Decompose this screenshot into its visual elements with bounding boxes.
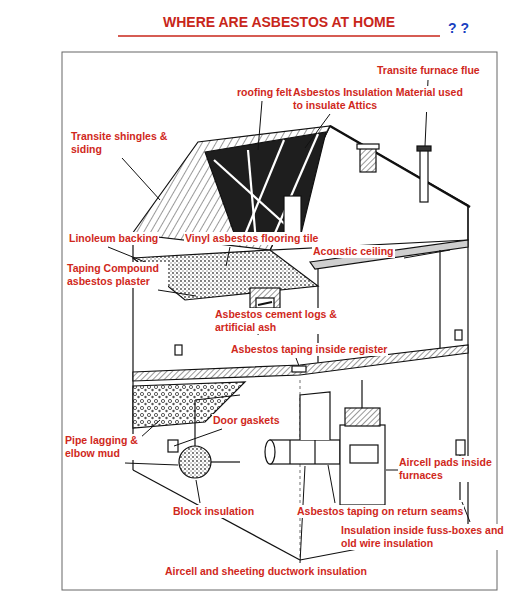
callout-label: Transite furnace flue <box>376 64 481 77</box>
frame <box>62 52 497 590</box>
callout-label: Pipe lagging & elbow mud <box>64 434 142 460</box>
house <box>132 126 470 560</box>
callout-label: Insulation inside fuss-boxes and old wir… <box>340 524 514 550</box>
callout-label: Transite shingles & siding <box>70 130 180 156</box>
callout-label: roofing felt <box>236 86 293 99</box>
callout-label: Asbestos taping on return seams <box>296 505 464 518</box>
callout-label: Aircell and sheeting ductwork insulation <box>164 565 368 578</box>
callout-label: Asbestos Insulation Material used to ins… <box>292 86 466 112</box>
title-mark: ? ? <box>447 20 470 37</box>
callout-label: Aircell pads inside furnaces <box>398 456 494 482</box>
callout-label: Door gaskets <box>212 414 281 427</box>
callout-label: Linoleum backing <box>68 232 159 245</box>
callout-label: Taping Compound asbestos plaster <box>66 262 168 288</box>
title-underline <box>118 35 440 37</box>
callout-label: Asbestos taping inside register <box>230 343 388 356</box>
callout-label: Asbestos cement logs & artificial ash <box>214 308 344 334</box>
title: WHERE ARE ASBESTOS AT HOME <box>118 14 440 31</box>
callout-label: Block insulation <box>172 505 255 518</box>
callout-label: Vinyl asbestos flooring tile <box>184 232 319 245</box>
callout-label: Acoustic ceiling <box>312 245 395 258</box>
